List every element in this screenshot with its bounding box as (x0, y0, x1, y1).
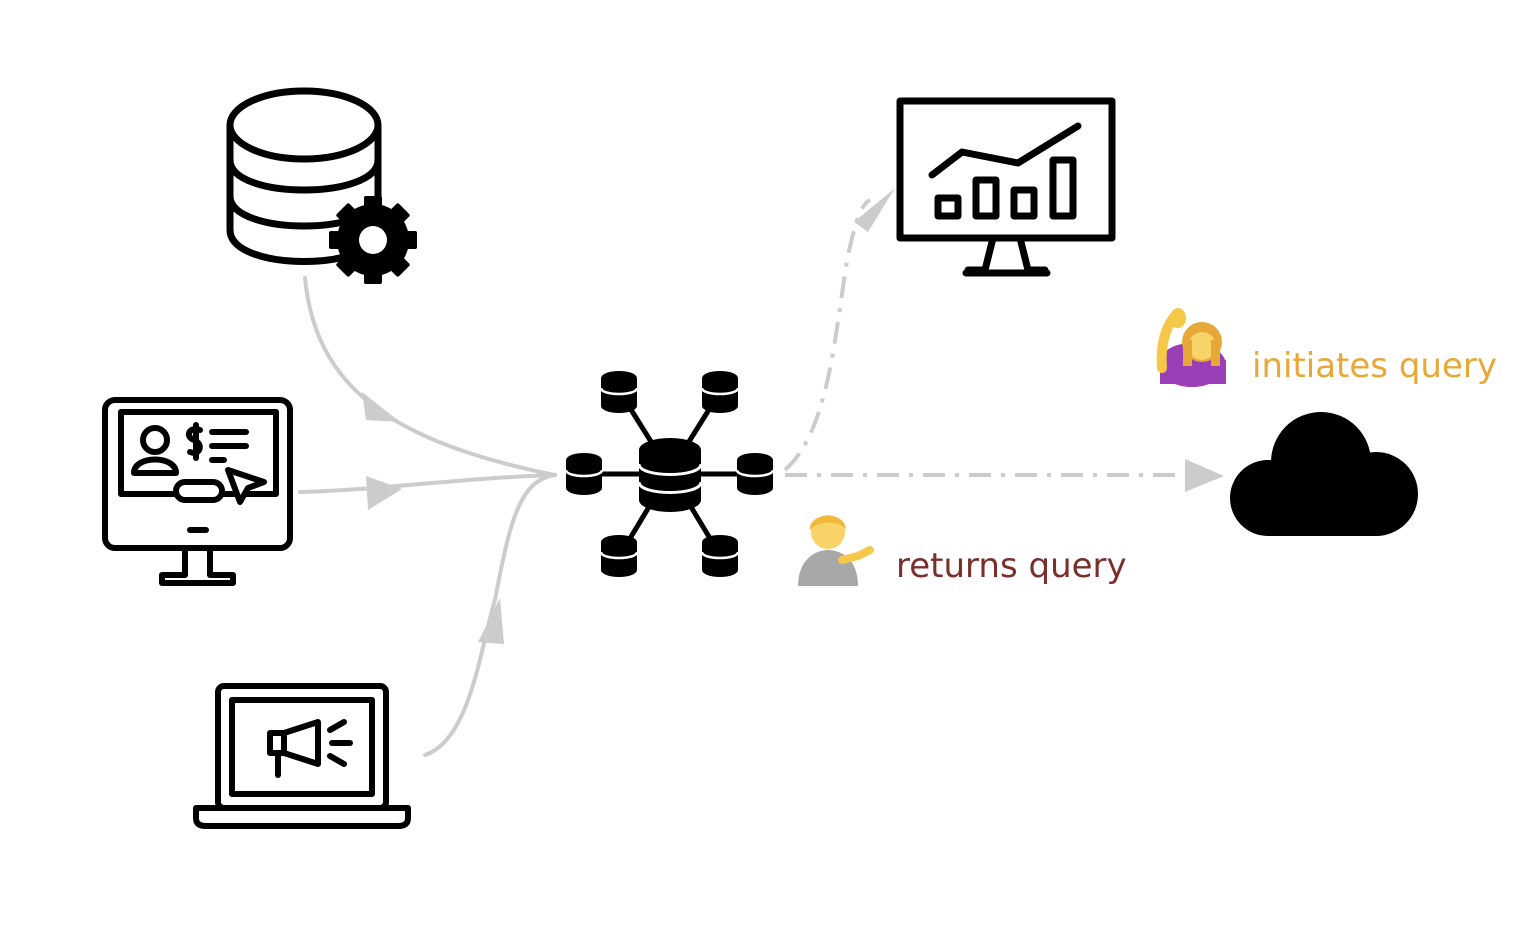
arrow-to-analytics (783, 198, 872, 472)
cloud-icon (1230, 412, 1418, 536)
database-gear-icon (226, 87, 417, 284)
arrow-from-marketing (423, 473, 557, 757)
woman-raising-hand-icon (1156, 308, 1226, 387)
arrow-from-database (303, 276, 557, 477)
arrowhead-ecommerce (366, 476, 402, 510)
incoming-arrowheads (362, 392, 504, 644)
arrowhead-database (362, 392, 400, 422)
monitor-ecommerce-icon (102, 397, 293, 586)
initiates-query-label: initiates query (1252, 346, 1497, 386)
laptop-megaphone-icon (193, 683, 411, 829)
data-hub-icon (564, 371, 775, 577)
arrow-from-ecommerce (298, 473, 557, 494)
arrowhead-cloud (1185, 459, 1224, 492)
hub-satellite-db (564, 371, 775, 577)
monitor-chart-icon (896, 97, 1116, 277)
arrowhead-marketing (478, 598, 504, 644)
person-tipping-hand-icon (798, 515, 874, 586)
outgoing-arrowheads (854, 188, 1224, 492)
outgoing-arrows (783, 198, 1190, 477)
returns-query-label: returns query (896, 546, 1127, 586)
arrowhead-analytics (854, 188, 895, 232)
